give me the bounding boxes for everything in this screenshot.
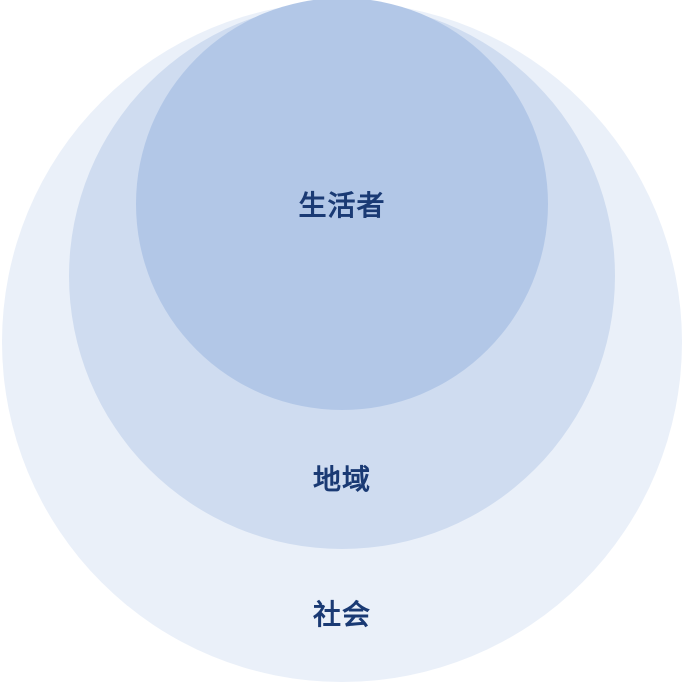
label-consumer: 生活者	[298, 189, 386, 222]
label-society: 社会	[312, 598, 371, 631]
label-community: 地域	[312, 463, 371, 496]
inner-circle-consumer	[136, 0, 548, 410]
